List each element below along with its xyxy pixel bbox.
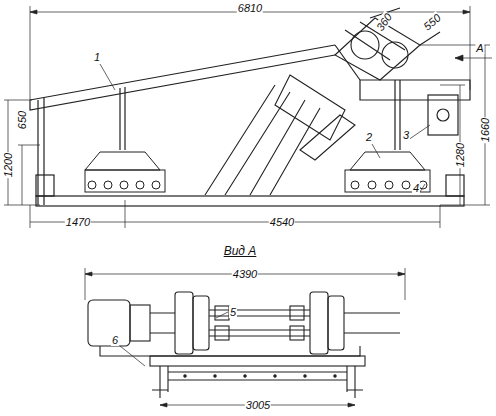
rivet	[184, 375, 186, 377]
dimension: 4390	[232, 268, 258, 280]
dimension: 1280	[454, 142, 466, 168]
screen-box	[30, 45, 470, 205]
callout-number: 5	[229, 306, 237, 318]
dimension: 3005	[245, 399, 271, 411]
dimension: 1200	[2, 152, 14, 178]
rivet	[214, 375, 216, 377]
bolt	[136, 181, 144, 189]
rivet	[244, 375, 246, 377]
dimension: 1660	[479, 117, 491, 143]
callout-number: 4	[412, 182, 420, 194]
bolt	[152, 181, 160, 189]
dimension: 1470	[65, 216, 91, 228]
rivet	[334, 375, 336, 377]
vibrator-drive	[205, 8, 440, 195]
dimension: 6810	[237, 2, 263, 14]
callout-number: 1	[93, 51, 101, 63]
callout-number: 6	[111, 334, 119, 346]
bolt	[88, 181, 96, 189]
dimension: 360	[373, 10, 395, 34]
bolt	[120, 181, 128, 189]
spring-supports	[85, 152, 430, 192]
dimension-lines	[4, 6, 492, 228]
leader-lines	[100, 64, 430, 366]
rivet	[274, 375, 276, 377]
callout-number: 2	[365, 131, 373, 143]
dimension: 650	[16, 110, 28, 130]
dimension: 550	[420, 11, 443, 33]
view-a-drive	[85, 268, 405, 366]
view-letter: А	[475, 42, 484, 54]
dimension: 4540	[269, 216, 295, 228]
bolt	[385, 181, 393, 189]
bolt	[104, 181, 112, 189]
callout-number: 3	[402, 129, 410, 141]
rivet	[304, 375, 306, 377]
bolt	[351, 181, 359, 189]
bolt	[368, 181, 376, 189]
view-title: Вид А	[223, 245, 258, 257]
bolt	[402, 181, 410, 189]
base-frame	[36, 175, 464, 206]
